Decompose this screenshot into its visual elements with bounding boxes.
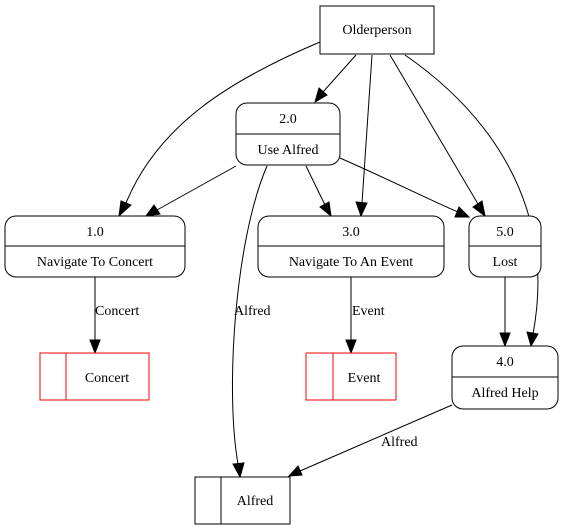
edge-olderperson-to-lost [389, 54, 479, 205]
process-id: 3.0 [342, 225, 360, 240]
process-lost[interactable]: 5.0 Lost [468, 215, 542, 278]
edge-olderperson-to-use-alfred [322, 54, 357, 93]
store-concert[interactable]: Concert [39, 352, 150, 401]
edge-use-alfred-to-alfred-store [231, 165, 268, 465]
arrowhead [345, 339, 357, 355]
process-navigate-to-an-event[interactable]: 3.0 Navigate To An Event [257, 215, 445, 278]
process-label: Alfred Help [471, 386, 538, 401]
store-label: Concert [85, 371, 129, 386]
process-navigate-to-concert[interactable]: 1.0 Navigate To Concert [4, 215, 186, 278]
entity-label: Olderperson [342, 23, 411, 38]
arrowhead [89, 339, 101, 355]
process-label: Lost [493, 255, 518, 270]
arrowhead [144, 204, 161, 217]
process-id: 5.0 [496, 225, 514, 240]
store-alfred[interactable]: Alfred [194, 476, 291, 525]
process-alfred-help[interactable]: 4.0 Alfred Help [451, 345, 559, 410]
arrowhead [319, 201, 332, 218]
store-label: Event [348, 371, 381, 386]
process-label: Navigate To An Event [289, 255, 413, 270]
store-label: Alfred [237, 494, 274, 509]
edge-use-alfred-to-navigate-concert [156, 165, 237, 211]
arrowhead [526, 331, 539, 348]
arrowhead [232, 462, 245, 479]
arrowhead [314, 87, 328, 104]
edge-label-concert: Concert [95, 304, 139, 319]
edge-label-alfred-left: Alfred [234, 304, 271, 319]
edge-alfred-help-to-alfred-store [299, 404, 453, 472]
edge-olderperson-to-navigate-concert [125, 41, 321, 204]
arrowhead [472, 200, 486, 218]
arrowhead [287, 465, 303, 477]
store-event[interactable]: Event [305, 352, 397, 401]
edge-label-alfred-right: Alfred [381, 435, 418, 450]
arrowhead [454, 206, 471, 218]
arrowhead [118, 200, 132, 218]
process-id: 4.0 [496, 355, 514, 370]
process-use-alfred[interactable]: 2.0 Use Alfred [235, 102, 341, 166]
edge-use-alfred-to-lost [339, 157, 459, 213]
edge-olderperson-to-navigate-event [361, 54, 373, 204]
arrowhead [499, 332, 511, 348]
process-id: 1.0 [86, 225, 104, 240]
edge-use-alfred-to-navigate-event [305, 165, 326, 206]
process-label: Use Alfred [257, 143, 318, 158]
arrowhead [355, 201, 368, 218]
entity-olderperson[interactable]: Olderperson [319, 5, 435, 55]
process-id: 2.0 [279, 112, 297, 127]
edge-olderperson-to-alfred-help [404, 54, 539, 335]
process-label: Navigate To Concert [37, 255, 153, 270]
edge-label-event: Event [352, 304, 385, 319]
